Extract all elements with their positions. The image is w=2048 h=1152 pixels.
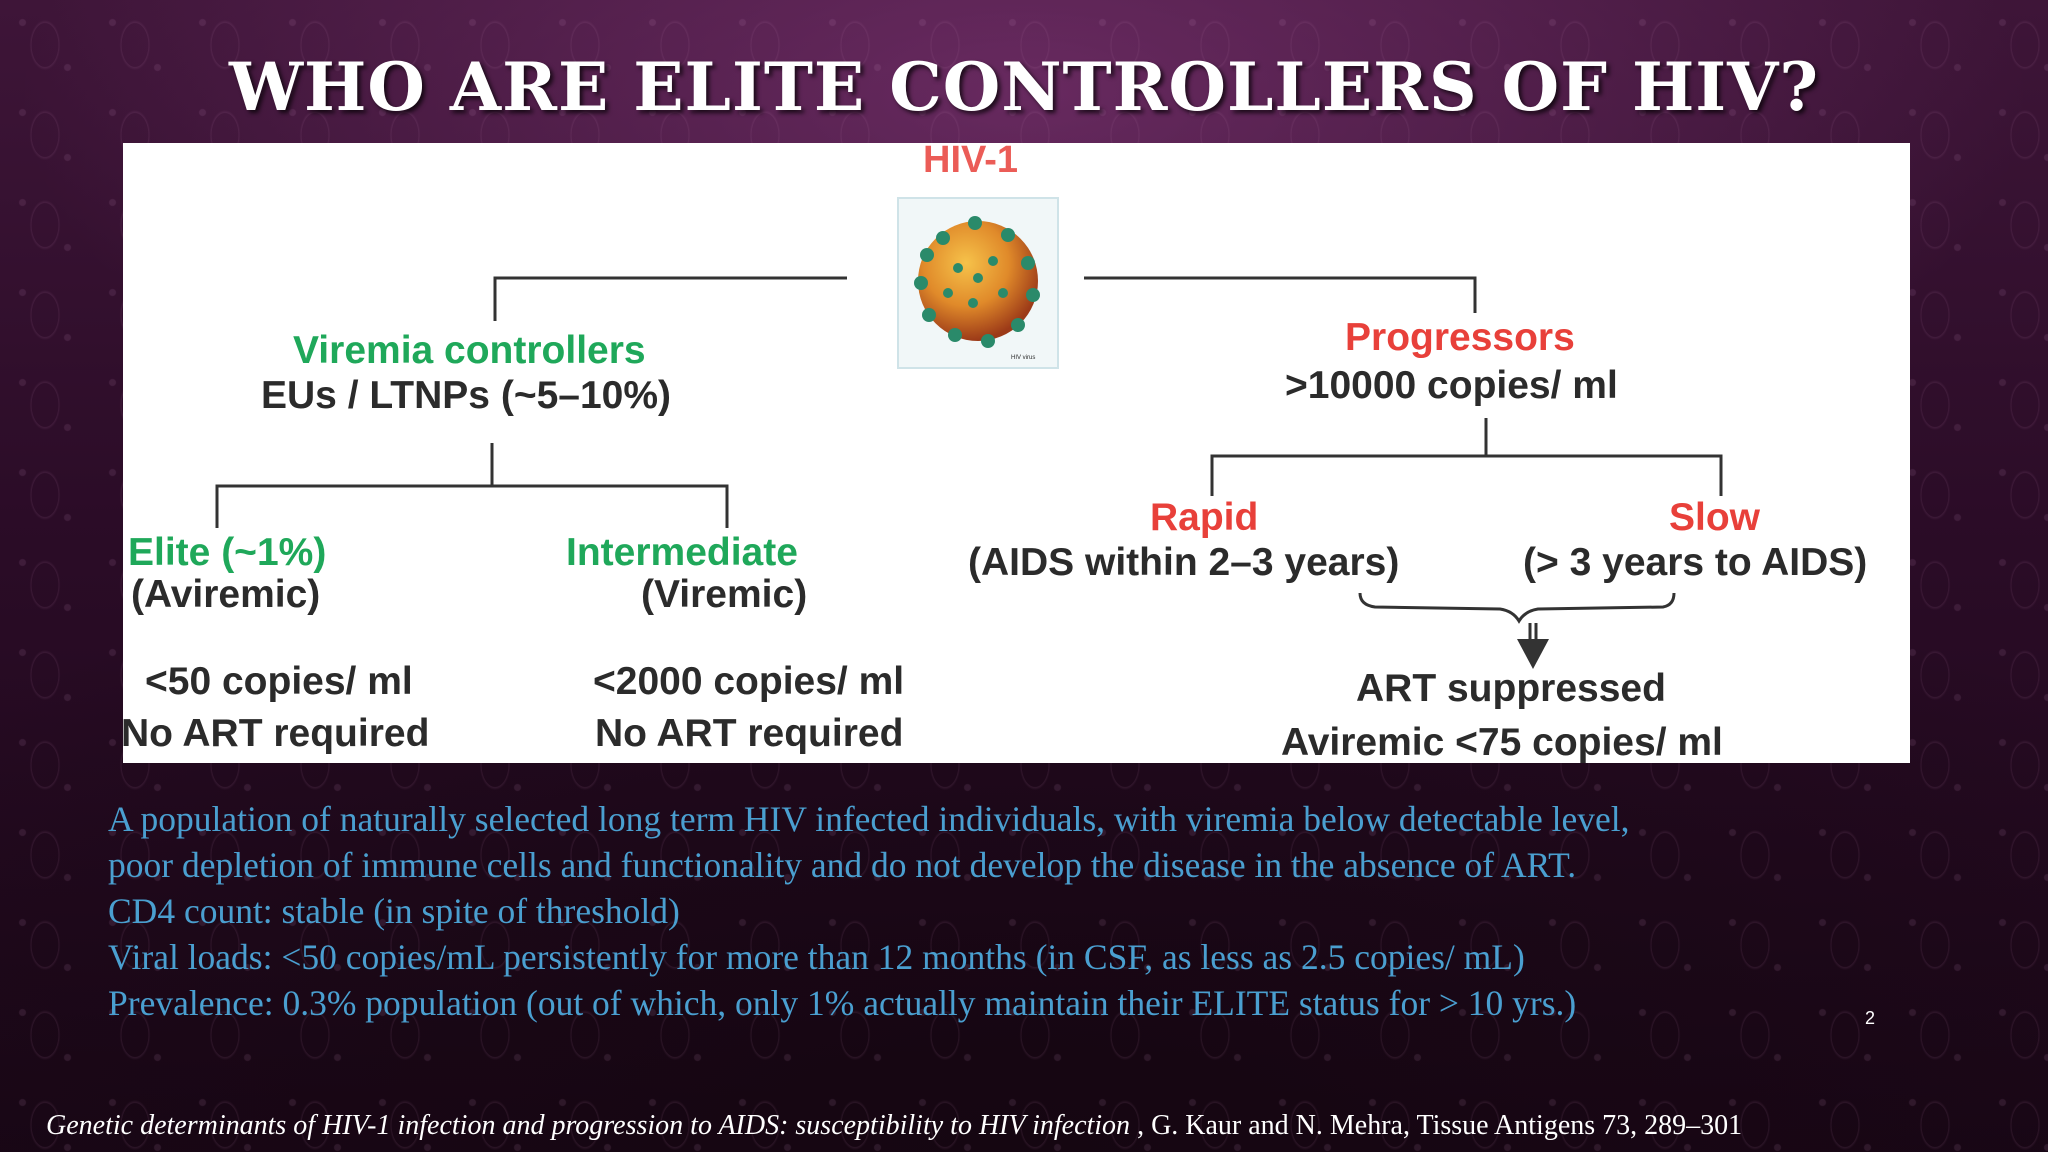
slide-number: 2 [1865,1008,1876,1028]
intermediate-sub: (Viremic) [641,573,808,616]
slow-label: Slow [1669,496,1761,539]
hiv-virus-image [897,197,1059,369]
virus-label: HIV-1 [923,143,1019,181]
intermediate-copies: <2000 copies/ ml [593,660,905,703]
slow-sub: (> 3 years to AIDS) [1523,541,1868,584]
elite-art: No ART required [123,712,430,755]
description-text: A population of naturally selected long … [108,796,2008,1026]
intermediate-label: Intermediate [566,531,798,574]
citation: Genetic determinants of HIV-1 infection … [46,1110,2036,1142]
elite-copies: <50 copies/ ml [145,660,413,703]
intermediate-art: No ART required [595,712,904,755]
connector-rapid-slow [1210,454,1723,496]
rapid-label: Rapid [1150,496,1259,539]
brace-rapid-slow [1358,592,1676,624]
elite-sub: (Aviremic) [131,573,321,616]
elite-label: Elite (~1%) [128,531,327,574]
description-line: CD4 count: stable (in spite of threshold… [108,891,680,931]
description-line: A population of naturally selected long … [108,799,1630,839]
connector-virus-to-controllers [493,276,847,321]
viremia-controllers-sub: EUs / LTNPs (~5–10%) [261,374,672,417]
viremia-controllers-label: Viremia controllers [293,329,646,372]
citation-title: Genetic determinants of HIV-1 infection … [46,1110,1131,1141]
description-line: Viral loads: <50 copies/mL persistently … [108,937,1525,977]
diagram-connectors [215,197,1723,669]
arrow-head [1517,639,1549,669]
citation-authors: , G. Kaur and N. Mehra, Tissue Antigens … [1130,1110,1743,1141]
description-line: poor depletion of immune cells and funct… [108,845,1577,885]
art-suppressed-line2: Aviremic <75 copies/ ml [1281,721,1723,763]
virus-caption: HIV virus [1011,355,1036,361]
art-suppressed-line1: ART suppressed [1356,667,1666,710]
slide-title: WHO ARE ELITE CONTROLLERS OF HIV? [228,48,1820,126]
description-line: Prevalence: 0.3% population (out of whic… [108,983,1577,1023]
rapid-sub: (AIDS within 2–3 years) [968,541,1400,584]
connector-elite-intermediate [215,484,729,528]
progressors-label: Progressors [1345,316,1575,359]
progressors-sub: >10000 copies/ ml [1285,364,1618,407]
diagram-panel: HIV-1 HIV virus Viremia controllers EUs … [123,143,1910,763]
connector-virus-to-progressors [1084,276,1477,313]
